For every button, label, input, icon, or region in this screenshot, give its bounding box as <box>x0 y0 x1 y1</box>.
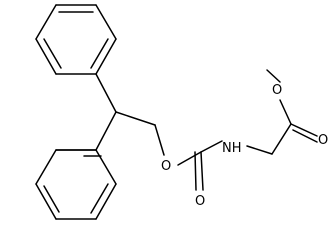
cyclopentane-ring <box>55 73 117 151</box>
carbamate-oxygen-label: O <box>161 159 171 174</box>
carbamate-carbonyl-oxygen-label: O <box>195 194 205 209</box>
upper-benzene-ring <box>35 4 117 75</box>
chemical-structure-diagram: O O O O NH <box>35 4 328 220</box>
ester-carbonyl-oxygen-label: O <box>318 133 328 148</box>
methyl-ester-group <box>246 69 318 155</box>
methylene-linker <box>115 111 165 156</box>
amine-nitrogen-label: NH <box>222 141 242 156</box>
carbamate-group <box>177 140 223 191</box>
lower-benzene-ring <box>35 149 117 220</box>
ester-oxygen-label: O <box>272 83 282 98</box>
